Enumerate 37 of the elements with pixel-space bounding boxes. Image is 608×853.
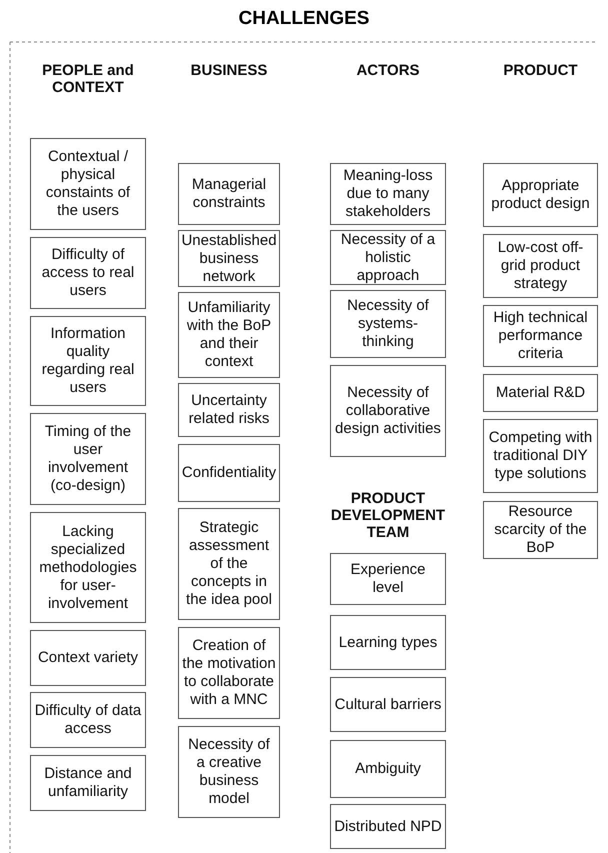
challenge-box: Timing of the user involvement (co-design)	[30, 413, 146, 505]
challenge-box: Lacking specialized methodologies for user-involvement	[30, 512, 146, 623]
challenge-box: Necessity of a creative business model	[178, 726, 280, 818]
column-heading: PEOPLE and CONTEXT	[41, 62, 135, 96]
challenge-box: Cultural barriers	[330, 677, 446, 732]
challenge-box: Strategic assessment of the concepts in the idea pool	[178, 508, 280, 620]
column-heading: BUSINESS	[190, 62, 268, 79]
challenge-box: Necessity of systems-thinking	[330, 290, 446, 358]
challenge-box: Necessity of a holistic approach	[330, 230, 446, 285]
challenge-box: Low-cost off-grid product strategy	[483, 234, 598, 298]
challenge-box: Ambiguity	[330, 740, 446, 798]
challenge-box: High technical performance criteria	[483, 305, 598, 367]
challenge-box: Unestablished business network	[178, 230, 280, 287]
column-heading: PRODUCT DEVELOPMENT TEAM	[330, 490, 446, 541]
challenge-box: Confidentiality	[178, 444, 280, 502]
challenge-box: Uncertainty related risks	[178, 383, 280, 437]
column-heading: PRODUCT	[502, 62, 579, 79]
challenge-box: Learning types	[330, 615, 446, 670]
challenge-box: Experience level	[330, 553, 446, 605]
challenge-box: Distance and unfamiliarity	[30, 755, 146, 811]
diagram-title: CHALLENGES	[238, 8, 370, 30]
challenge-box: Contextual / physical constaints of the users	[30, 138, 146, 230]
column-heading: ACTORS	[355, 62, 421, 79]
challenge-box: Distributed NPD	[330, 804, 446, 849]
challenge-box: Context variety	[30, 630, 146, 686]
challenge-box: Necessity of collaborative design activities	[330, 365, 446, 457]
challenge-box: Difficulty of data access	[30, 692, 146, 748]
challenge-box: Creation of the motivation to collaborate with a MNC	[178, 627, 280, 719]
challenge-box: Competing with traditional DIY type solutions	[483, 419, 598, 493]
challenge-box: Unfamiliarity with the BoP and their context	[178, 292, 280, 378]
challenge-box: Information quality regarding real users	[30, 316, 146, 406]
challenge-box: Meaning-loss due to many stakeholders	[330, 163, 446, 225]
challenge-box: Difficulty of access to real users	[30, 237, 146, 309]
challenge-box: Managerial constraints	[178, 163, 280, 225]
challenge-box: Material R&D	[483, 374, 598, 412]
challenge-box: Appropriate product design	[483, 163, 598, 227]
challenge-box: Resource scarcity of the BoP	[483, 501, 598, 559]
